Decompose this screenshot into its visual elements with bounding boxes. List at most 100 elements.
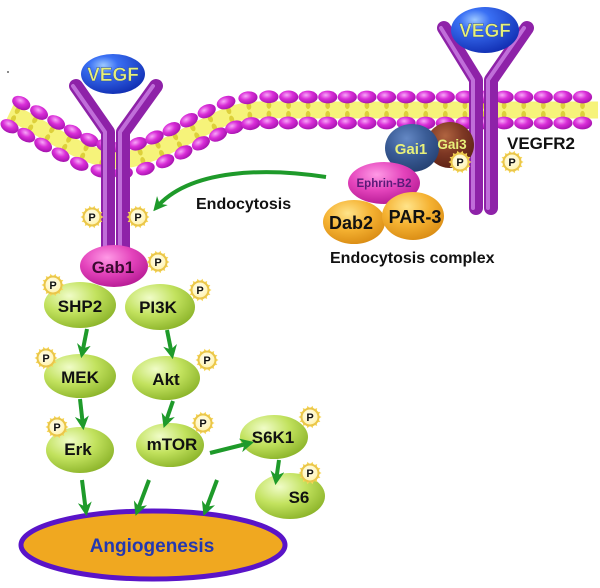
lipid-tail xyxy=(246,102,252,110)
receptor-tube xyxy=(437,21,483,215)
lipid-head xyxy=(259,116,279,130)
lipid-tail xyxy=(364,101,370,110)
phospho-circle-icon xyxy=(82,207,102,227)
lipid-head xyxy=(259,90,279,104)
lipid-head xyxy=(416,90,436,104)
lipid-tail xyxy=(560,101,566,110)
endocytosis-arrow xyxy=(153,170,327,212)
lipid-tail xyxy=(384,101,389,110)
node-label: S6 xyxy=(289,488,310,507)
lipid-tail xyxy=(286,101,291,110)
lipid-head xyxy=(241,117,261,131)
gai1-protein xyxy=(385,124,439,172)
lipid-tail xyxy=(462,110,468,119)
node-shp2: SHP2 xyxy=(44,282,116,328)
endocytosis-label: Endocytosis xyxy=(196,196,291,213)
vegf-ellipse xyxy=(451,7,519,53)
lipid-tail xyxy=(580,110,585,119)
lipid-head xyxy=(12,95,31,111)
phospho-mtor: P xyxy=(191,411,215,435)
phospho-label: P xyxy=(88,212,95,224)
phospho-label: P xyxy=(49,280,56,292)
dab2-protein xyxy=(323,200,385,244)
lipid-head xyxy=(357,116,377,130)
lipid-head xyxy=(197,104,216,119)
lipid-head xyxy=(572,90,593,104)
lipid-tail xyxy=(462,101,468,110)
ephrin-b2-protein xyxy=(348,162,420,204)
phospho-gab1: P xyxy=(146,250,170,274)
node-ellipse xyxy=(132,356,200,400)
node-gab1: Gab1 xyxy=(80,245,148,287)
lipid-tail xyxy=(580,101,585,110)
lipid-tail xyxy=(540,101,546,110)
receptor-right xyxy=(437,21,534,215)
phospho-circle-icon xyxy=(300,463,320,483)
lipid-head xyxy=(318,90,338,104)
vegf-ligand-right: VEGF xyxy=(451,7,519,53)
lipid-tail xyxy=(325,101,331,110)
ephrin-b2-label: Ephrin-B2 xyxy=(357,178,412,190)
lipid-head xyxy=(47,115,66,130)
lipid-head xyxy=(30,105,48,120)
phospho-circle-icon xyxy=(47,417,67,437)
node-s6k1: S6K1 xyxy=(240,415,308,459)
lipid-head xyxy=(80,132,99,147)
phospho-erk: P xyxy=(45,415,69,439)
phospho-circle-icon xyxy=(36,348,56,368)
receptor-left xyxy=(69,79,163,265)
node-label: PI3K xyxy=(139,298,178,317)
vegf-label: VEGF xyxy=(459,21,511,42)
lipid-tail xyxy=(137,148,143,156)
phospho-circle-icon xyxy=(300,407,320,427)
angiogenesis-label: Angiogenesis xyxy=(90,536,215,557)
vegf-ellipse xyxy=(81,54,145,94)
arrow-shp2-to-mek xyxy=(77,328,91,359)
phospho-vegfr2: P xyxy=(500,150,524,174)
phospho-mek: P xyxy=(34,346,58,370)
phospho-circle-icon xyxy=(43,275,63,295)
lipid-tail xyxy=(266,110,272,118)
phospho-label: P xyxy=(42,353,49,365)
phospho-circle-icon xyxy=(148,252,168,272)
arrow-s6k1-to-angiogenesis xyxy=(201,479,219,516)
phospho-s6: P xyxy=(298,461,322,485)
node-ellipse xyxy=(136,423,204,467)
node-label: SHP2 xyxy=(58,297,102,316)
lipid-head xyxy=(63,124,82,140)
phospho-label: P xyxy=(154,257,161,269)
dab2-label: Dab2 xyxy=(329,213,373,233)
lipid-tail xyxy=(423,101,429,110)
phospho-gai3: P xyxy=(448,150,472,174)
node-label: S6K1 xyxy=(252,428,295,447)
phospho-label: P xyxy=(203,355,210,367)
lipid-head xyxy=(279,90,299,104)
phospho-circle-icon xyxy=(502,152,522,172)
phospho-receptor-left-2: P xyxy=(126,205,150,229)
receptor-tube-highlight xyxy=(486,26,526,210)
node-ellipse xyxy=(80,245,148,287)
lipid-head xyxy=(174,145,193,160)
lipid-tail xyxy=(344,110,350,119)
membrane-tail-band xyxy=(6,101,598,169)
lipid-tail xyxy=(325,110,331,119)
arrow-erk-to-angiogenesis xyxy=(77,479,92,517)
lipid-tail xyxy=(305,101,311,110)
lipid-tail xyxy=(403,101,409,110)
lipid-tail xyxy=(229,115,235,123)
lipid-tail xyxy=(384,110,389,119)
lipid-head xyxy=(191,136,210,151)
lipid-tail xyxy=(521,101,527,110)
phospho-label: P xyxy=(53,422,60,434)
lipid-head xyxy=(238,91,258,105)
phospho-akt: P xyxy=(195,348,219,372)
phospho-receptor-left-1: P xyxy=(80,205,104,229)
lipid-head xyxy=(0,119,19,134)
lipid-tail xyxy=(540,110,546,119)
lipid-head xyxy=(396,90,416,104)
par3-label: PAR-3 xyxy=(389,207,442,227)
vegf-ligand-left: VEGF xyxy=(81,54,145,94)
node-mek: MEK xyxy=(44,354,116,398)
lipid-head xyxy=(572,116,593,130)
phospho-shp2: P xyxy=(41,273,65,297)
